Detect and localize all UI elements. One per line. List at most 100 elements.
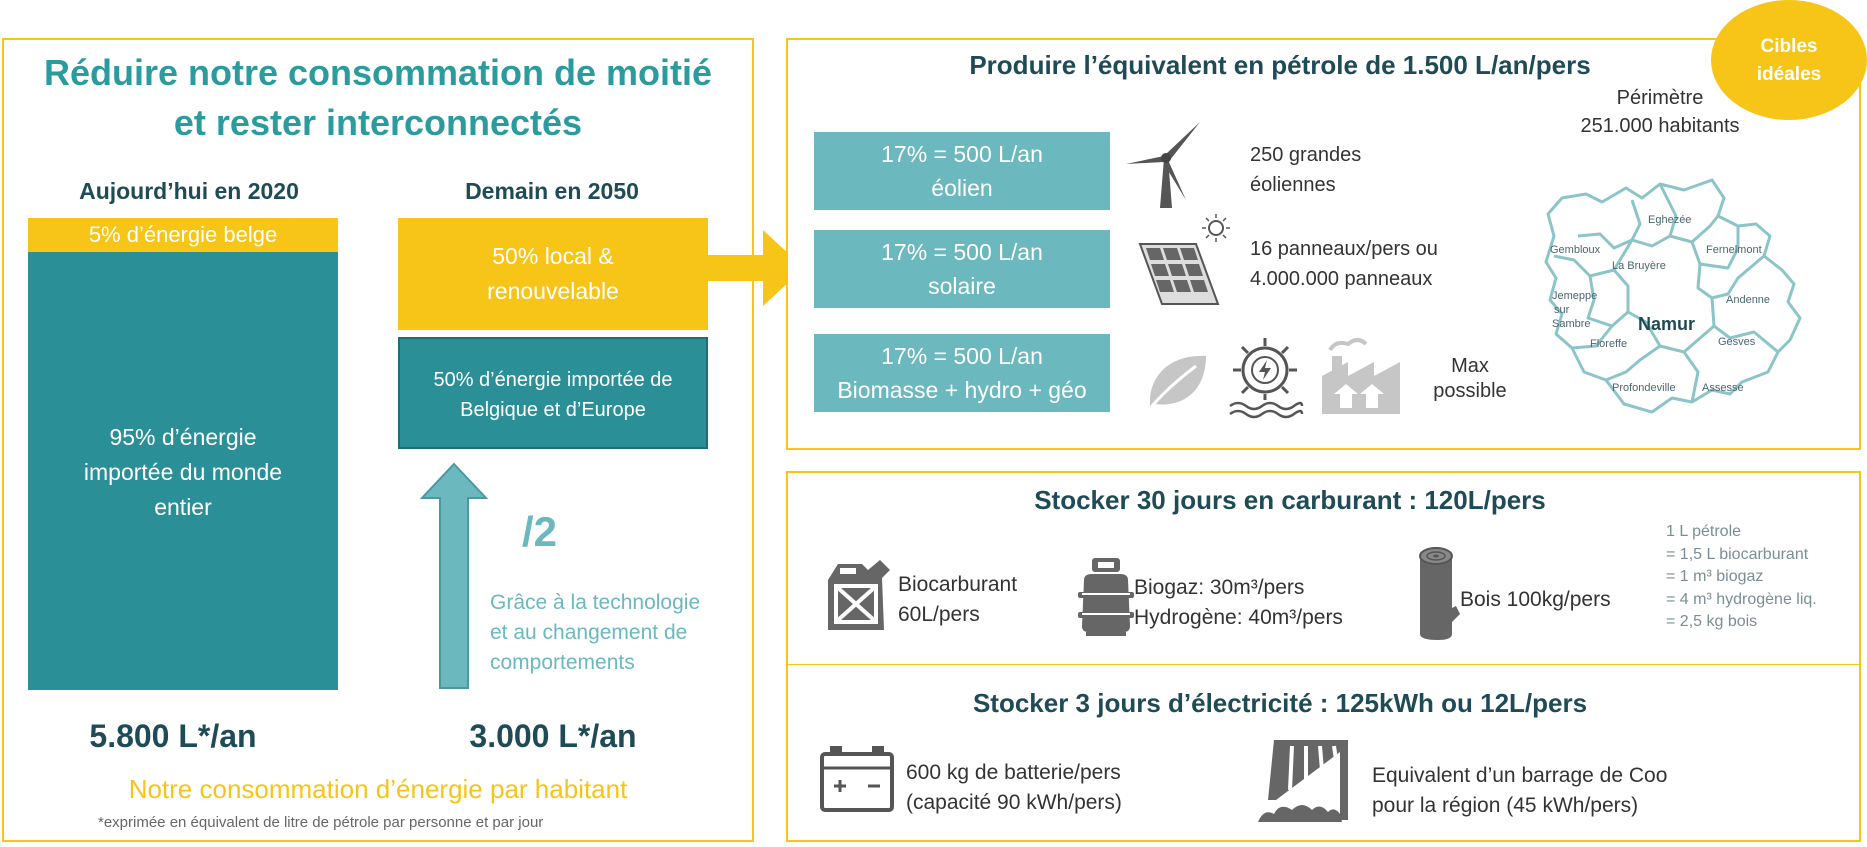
footnote: *exprimée en équivalent de litre de pétr… (98, 814, 544, 831)
biomass-desc-line2: possible (1433, 380, 1507, 402)
biofuel-text: Biocarburant 60L/pers (898, 570, 1017, 630)
conversion-line4: = 4 m³ hydrogène liq. (1666, 590, 1817, 608)
storage-divider (788, 664, 1859, 665)
gas-bottle-icon (1078, 558, 1134, 636)
dam-line2: pour la région (45 kWh/pers) (1372, 794, 1639, 817)
biomass-box: 17% = 500 L/an Biomasse + hydro + géo (814, 334, 1110, 412)
up-arrow-icon (419, 462, 489, 689)
solar-box: 17% = 500 L/an solaire (814, 230, 1110, 308)
leaf-icon (1149, 355, 1206, 407)
battery-icon (820, 746, 894, 812)
solar-desc-line1: 16 panneaux/pers ou (1250, 238, 1438, 260)
map-label-assesse: Assesse (1702, 382, 1744, 394)
map-label-eghezee: Eghezée (1648, 214, 1692, 226)
produce-title: Produire l’équivalent en pétrole de 1.50… (969, 50, 1591, 80)
solar-desc: 16 panneaux/pers ou 4.000.000 panneaux (1250, 234, 1438, 294)
solar-box-line2: solaire (928, 273, 996, 299)
map-label-sambre: Sambre (1552, 318, 1591, 330)
left-title-line1: Réduire notre consommation de moitié (43, 52, 713, 93)
imported-europe-line2: Belgique et d’Europe (460, 399, 646, 421)
map-label-fernelmont: Fernelmont (1706, 244, 1762, 256)
divide-by-two: /2 (522, 508, 558, 555)
left-title: Réduire notre consommation de moitié et … (2, 48, 754, 148)
conversion-line3: = 1 m³ biogaz (1666, 568, 1764, 585)
thanks-text: Grâce à la technologie et au changement … (490, 588, 700, 678)
today-value: 5.800 L*/an (89, 718, 257, 754)
solar-panel-icon (1138, 214, 1230, 305)
wind-turbine-icon (1126, 122, 1200, 208)
badge-line2: idéales (1756, 64, 1822, 85)
wind-desc: 250 grandes éoliennes (1250, 140, 1361, 200)
dam-icon (1258, 740, 1348, 822)
right-arrow-icon (708, 230, 804, 306)
conversion-line5: = 2,5 kg bois (1666, 613, 1758, 630)
solar-desc-line2: 4.000.000 panneaux (1250, 268, 1433, 290)
belgian-energy-bar: 5% d’énergie belge (28, 218, 338, 252)
badge-line1: Cibles (1760, 36, 1818, 57)
map-label-namur: Namur (1638, 314, 1696, 334)
today-heading: Aujourd’hui en 2020 (79, 178, 299, 204)
conversion-list: 1 L pétrole = 1,5 L biocarburant = 1 m³ … (1666, 521, 1817, 634)
biofuel-line1: Biocarburant (898, 573, 1018, 596)
consumption-caption: Notre consommation d’énergie par habitan… (128, 774, 628, 804)
tomorrow-value: 3.000 L*/an (469, 718, 637, 754)
biomass-desc: Max possible (1410, 354, 1530, 404)
wood-log-icon (1419, 547, 1460, 640)
map-label-floreffe: Floreffe (1590, 338, 1628, 350)
biogas-text: Biogaz: 30m³/pers Hydrogène: 40m³/pers (1134, 573, 1343, 633)
imported-world-line2: importée du monde (83, 459, 283, 485)
geothermal-plant-icon (1322, 338, 1400, 414)
imported-europe-bar: 50% d’énergie importée de Belgique et d’… (398, 337, 708, 449)
dam-line1: Equivalent d’un barrage de Coo (1372, 764, 1668, 787)
thanks-line1: Grâce à la technologie (490, 591, 701, 614)
dam-text: Equivalent d’un barrage de Coo pour la r… (1372, 761, 1667, 821)
left-title-line2: et rester interconnectés (173, 102, 583, 143)
imported-world-line3: entier (154, 494, 212, 520)
belgian-energy-label: 5% d’énergie belge (88, 222, 278, 247)
local-renewable-bar: 50% local & renouvelable (398, 218, 708, 330)
battery-line1: 600 kg de batterie/pers (906, 761, 1121, 784)
jerrycan-icon (828, 560, 890, 630)
conversion-line1: 1 L pétrole (1666, 523, 1742, 540)
map-label-gembloux: Gembloux (1550, 244, 1601, 256)
map-label-gesves: Gesves (1718, 336, 1756, 348)
perimeter-line2: 251.000 habitants (1580, 115, 1740, 137)
thanks-line3: comportements (490, 651, 635, 674)
perimeter-text: Périmètre 251.000 habitants (1550, 84, 1770, 140)
map-label-la-bruyere: La Bruyère (1612, 260, 1666, 272)
perimeter-line1: Périmètre (1616, 87, 1704, 109)
wind-box-line2: éolien (931, 175, 993, 201)
wind-desc-line2: éoliennes (1250, 174, 1336, 196)
map-label-jemeppe: Jemeppe (1552, 290, 1598, 302)
biogas-line2: Hydrogène: 40m³/pers (1134, 606, 1343, 629)
map-label-sur: sur (1554, 304, 1570, 316)
biomass-box-line1: 17% = 500 L/an (881, 343, 1043, 369)
namur-region-map (1544, 178, 1802, 414)
imported-world-bar: 95% d’énergie importée du monde entier (28, 252, 338, 690)
battery-text: 600 kg de batterie/pers (capacité 90 kWh… (906, 758, 1122, 818)
wind-desc-line1: 250 grandes (1250, 144, 1362, 166)
map-labels: Eghezée Gembloux La Bruyère Fernelmont J… (1542, 176, 1804, 424)
wind-box: 17% = 500 L/an éolien (814, 132, 1110, 210)
wind-box-line1: 17% = 500 L/an (881, 141, 1043, 167)
store-elec-title: Stocker 3 jours d’électricité : 125kWh o… (972, 688, 1588, 718)
solar-box-line1: 17% = 500 L/an (881, 239, 1043, 265)
map-label-andenne: Andenne (1726, 294, 1771, 306)
tomorrow-heading: Demain en 2050 (465, 178, 639, 204)
map-label-profondeville: Profondeville (1612, 382, 1676, 394)
imported-europe-line1: 50% d’énergie importée de (433, 369, 673, 391)
imported-world-line1: 95% d’énergie (109, 424, 257, 450)
storage-panel (786, 471, 1861, 842)
local-renewable-line2: renouvelable (487, 278, 619, 304)
wood-text: Bois 100kg/pers (1460, 588, 1611, 611)
biomass-box-line2: Biomasse + hydro + géo (837, 377, 1087, 403)
thanks-line2: et au changement de (490, 621, 688, 644)
biofuel-line2: 60L/pers (898, 603, 980, 626)
ideal-targets-badge: Cibles idéales (1711, 0, 1867, 120)
hydro-turbine-icon (1229, 338, 1304, 419)
battery-line2: (capacité 90 kWh/pers) (906, 791, 1122, 814)
local-renewable-line1: 50% local & (492, 243, 614, 269)
biomass-desc-line1: Max (1451, 355, 1489, 377)
store-fuel-title: Stocker 30 jours en carburant : 120L/per… (1034, 485, 1546, 515)
biogas-line1: Biogaz: 30m³/pers (1134, 576, 1305, 599)
